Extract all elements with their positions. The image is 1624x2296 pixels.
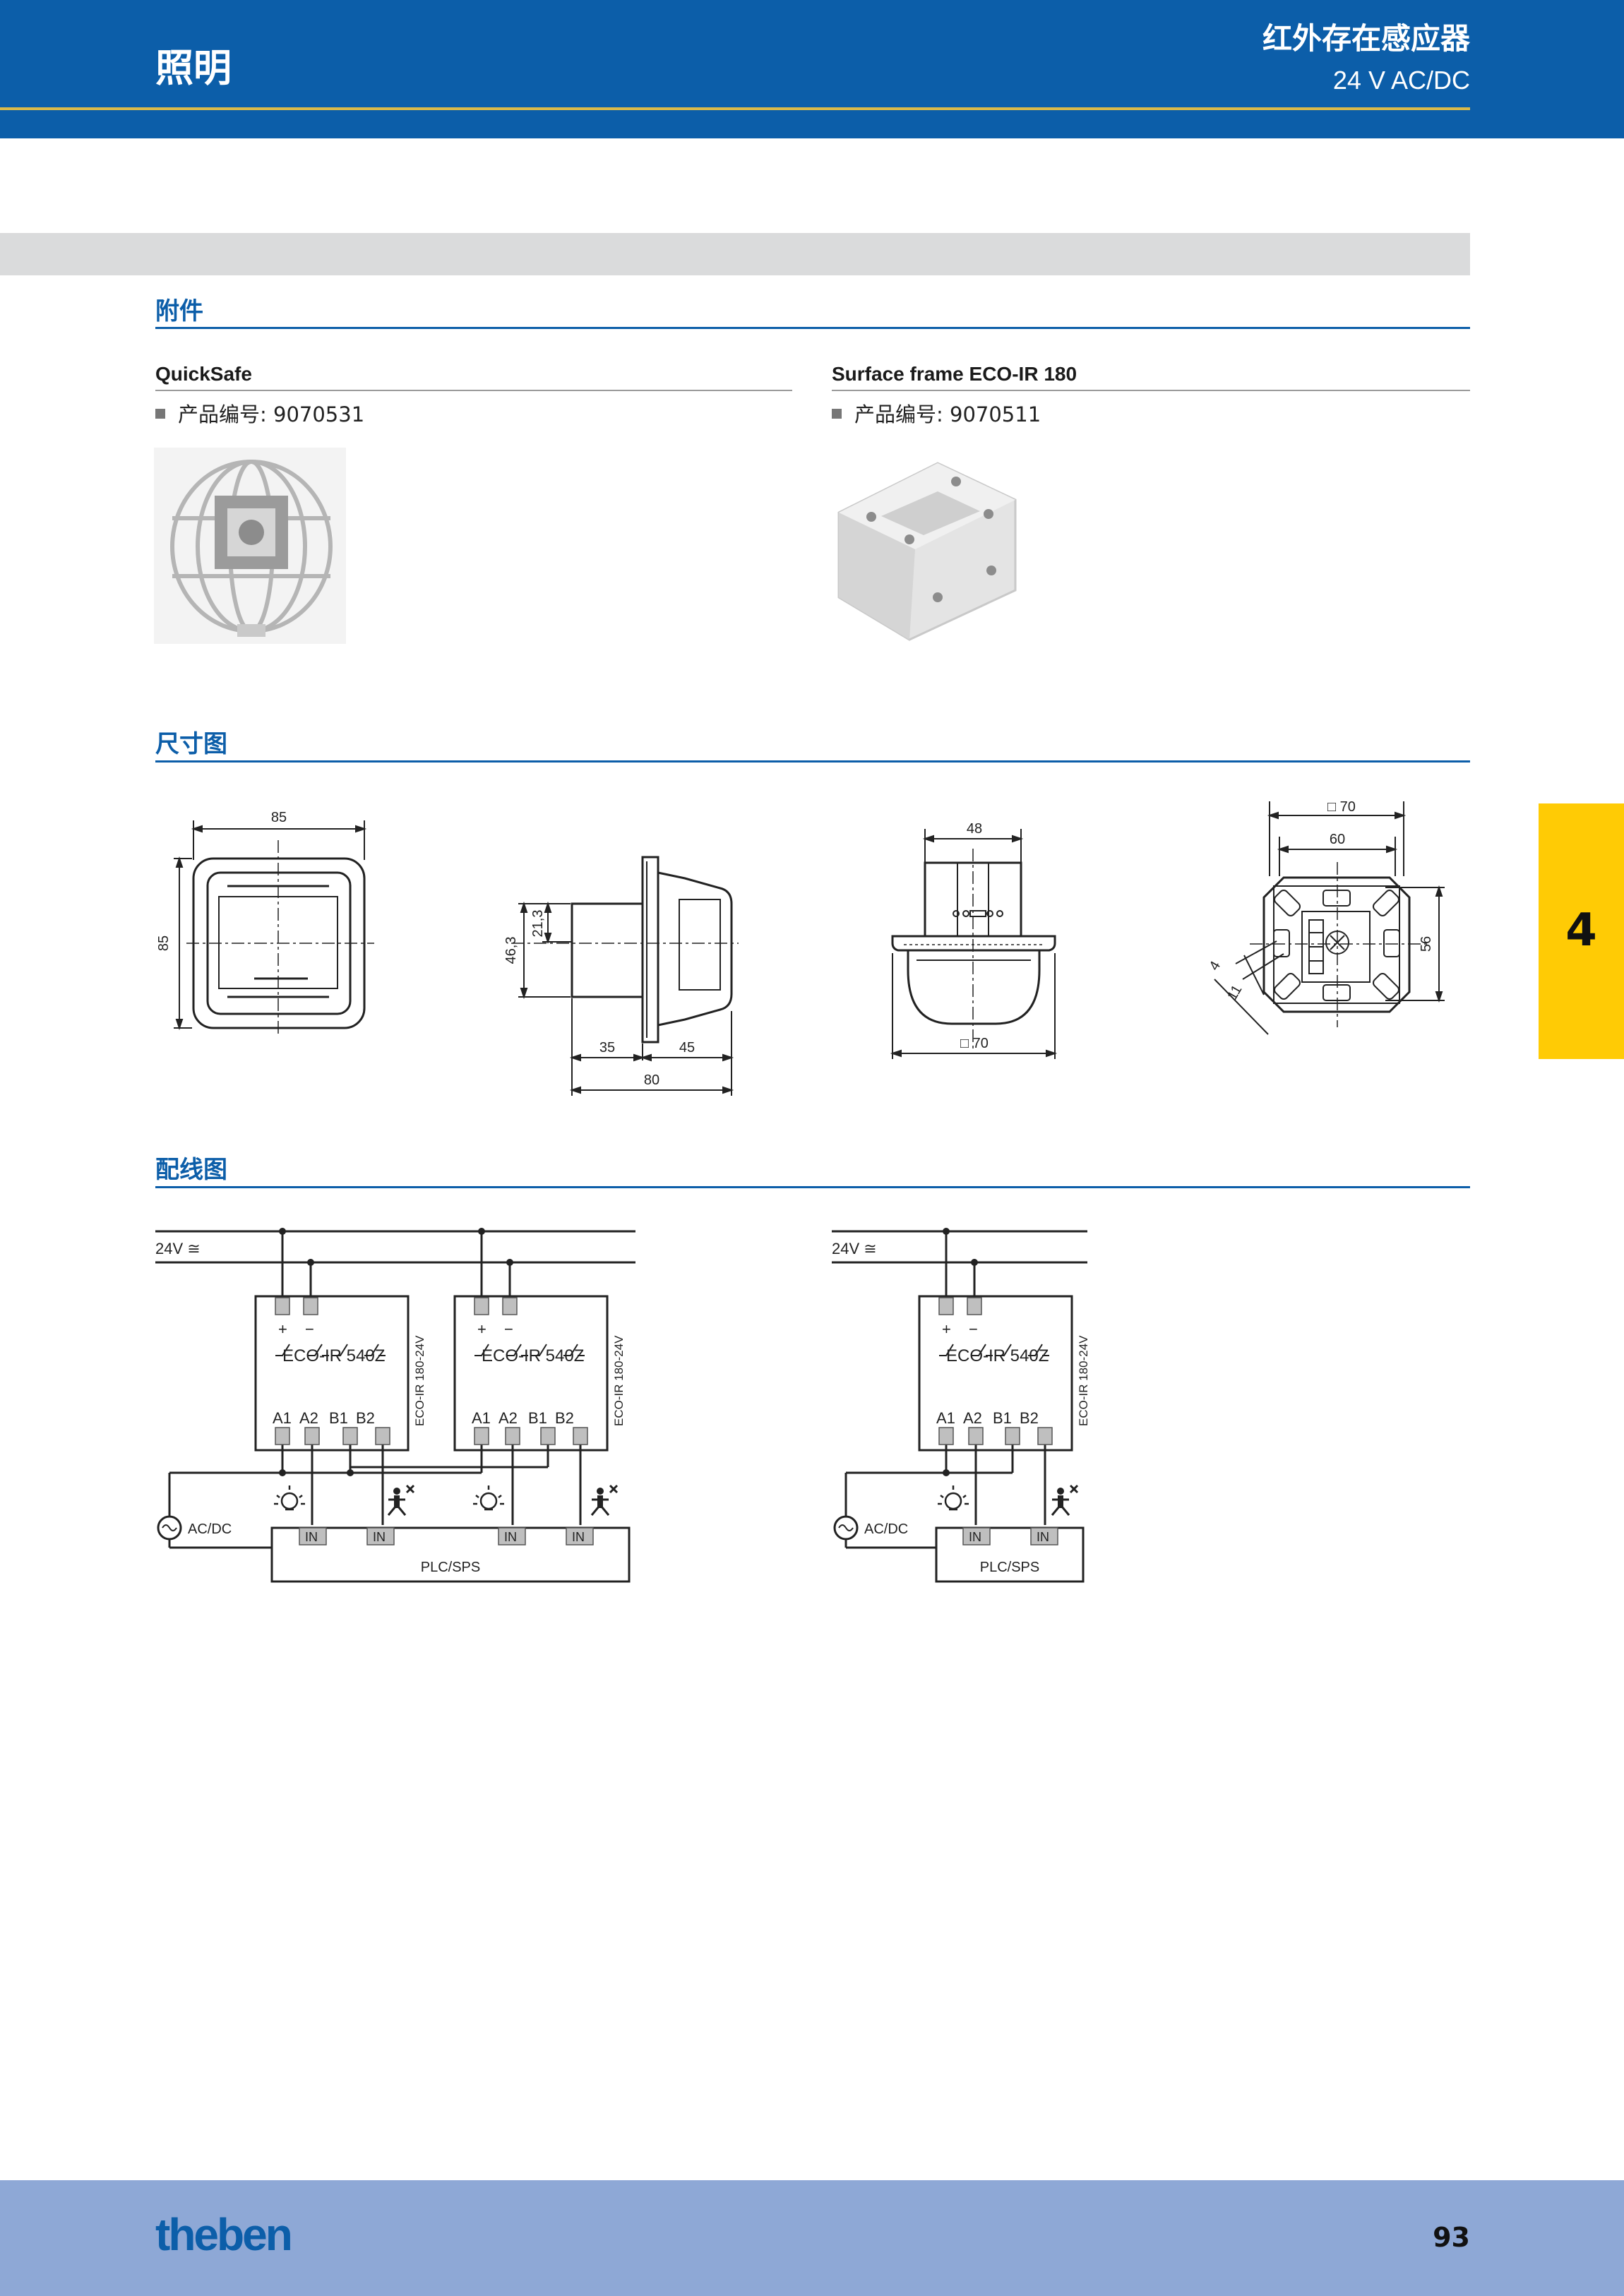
person-presence-icon bbox=[590, 1484, 619, 1516]
back-inner-label: 60 bbox=[1330, 832, 1345, 847]
header-divider bbox=[0, 107, 1470, 110]
device-name-label: ECO-IR 540Z bbox=[482, 1346, 584, 1365]
input-label: IN bbox=[373, 1530, 386, 1544]
page-header bbox=[0, 0, 1624, 138]
side-depth-a-label: 35 bbox=[599, 1040, 615, 1056]
terminal-a2-label: A2 bbox=[299, 1409, 318, 1427]
terminal-b2-label: B2 bbox=[1020, 1409, 1039, 1427]
back-view-drawing: □ 70 60 56 4 11 bbox=[1206, 799, 1445, 1035]
section-rule bbox=[155, 760, 1470, 763]
back-height-label: 56 bbox=[1419, 936, 1434, 952]
surface-mount-frame-image bbox=[832, 449, 1021, 644]
accessory-name: Surface frame ECO-IR 180 bbox=[832, 363, 1077, 385]
lamp-icon bbox=[274, 1485, 305, 1511]
terminal-b2-label: B2 bbox=[555, 1409, 574, 1427]
supply-label: 24V ≅ bbox=[832, 1240, 877, 1257]
section-title-wiring: 配线图 bbox=[155, 1156, 227, 1184]
terminal-a1-label: A1 bbox=[472, 1409, 491, 1427]
terminal-a1-label: A1 bbox=[273, 1409, 292, 1427]
mounted-view-drawing: 48 □ 70 bbox=[890, 821, 1058, 1059]
terminal-b1-label: B1 bbox=[329, 1409, 348, 1427]
page-footer bbox=[0, 2180, 1624, 2296]
page-number: 93 bbox=[1433, 2222, 1470, 2253]
bullet-icon bbox=[155, 409, 165, 419]
accessory-number: 产品编号: 9070531 bbox=[155, 405, 364, 425]
plc-label: PLC/SPS bbox=[980, 1560, 1039, 1575]
supply-label: 24V ≅ bbox=[155, 1240, 201, 1257]
back-outer-label: □ 70 bbox=[1327, 799, 1356, 815]
terminal-plus-label: + bbox=[477, 1320, 486, 1338]
person-presence-icon bbox=[1051, 1484, 1079, 1516]
accessory-name: QuickSafe bbox=[155, 363, 252, 385]
side-total-height-label: 46,3 bbox=[503, 937, 519, 964]
input-label: IN bbox=[969, 1530, 981, 1544]
front-view-drawing: 85 85 bbox=[156, 812, 374, 1036]
device-side-label: ECO-IR 180-24V bbox=[413, 1335, 426, 1426]
wiring-diagram-dual: 24V ≅ + − + − ECO-IR 540Z ECO-IR 540Z A1… bbox=[155, 1228, 635, 1583]
accessory-rule bbox=[155, 390, 792, 391]
terminal-minus-label: − bbox=[504, 1320, 513, 1338]
lamp-icon bbox=[473, 1485, 504, 1511]
brand-logo: theben bbox=[155, 2209, 293, 2260]
terminal-plus-label: + bbox=[942, 1320, 951, 1338]
input-label: IN bbox=[1037, 1530, 1049, 1544]
product-title: 红外存在感应器 bbox=[1262, 21, 1470, 56]
terminal-a2-label: A2 bbox=[498, 1409, 518, 1427]
front-width-label: 85 bbox=[271, 812, 287, 825]
back-slot-a-label: 4 bbox=[1206, 959, 1224, 974]
source-label: AC/DC bbox=[188, 1521, 232, 1537]
side-depth-total-label: 80 bbox=[644, 1072, 659, 1088]
source-label: AC/DC bbox=[864, 1521, 908, 1537]
device-side-label: ECO-IR 180-24V bbox=[612, 1335, 626, 1426]
side-view-drawing: 46,3 21,3 35 45 80 bbox=[503, 856, 739, 1096]
protective-wire-cage-image bbox=[154, 448, 346, 644]
section-title-dimensions: 尺寸图 bbox=[155, 730, 227, 758]
input-label: IN bbox=[504, 1530, 517, 1544]
terminal-a1-label: A1 bbox=[936, 1409, 955, 1427]
accessory-number: 产品编号: 9070511 bbox=[832, 405, 1041, 425]
terminal-plus-label: + bbox=[278, 1320, 287, 1338]
plc-label: PLC/SPS bbox=[421, 1560, 480, 1575]
terminal-b1-label: B1 bbox=[528, 1409, 547, 1427]
accessory-number-text: 产品编号: 9070531 bbox=[178, 402, 365, 426]
mounted-base-label: □ 70 bbox=[960, 1036, 989, 1051]
bullet-icon bbox=[832, 409, 842, 419]
device-side-label: ECO-IR 180-24V bbox=[1077, 1335, 1090, 1426]
chapter-number: 4 bbox=[1565, 904, 1597, 957]
section-rule bbox=[155, 327, 1470, 329]
accessory-number-text: 产品编号: 9070511 bbox=[854, 402, 1041, 426]
side-part-height-label: 21,3 bbox=[530, 910, 546, 938]
product-subtitle: 24 V AC/DC bbox=[1332, 66, 1470, 95]
terminal-minus-label: − bbox=[305, 1320, 314, 1338]
input-label: IN bbox=[572, 1530, 585, 1544]
side-depth-b-label: 45 bbox=[679, 1040, 695, 1056]
terminal-minus-label: − bbox=[969, 1320, 978, 1338]
chapter-tab bbox=[1539, 803, 1624, 1059]
terminal-b1-label: B1 bbox=[993, 1409, 1012, 1427]
input-label: IN bbox=[305, 1530, 318, 1544]
back-slot-b-label: 11 bbox=[1224, 983, 1245, 1003]
front-height-label: 85 bbox=[156, 935, 172, 951]
terminal-b2-label: B2 bbox=[356, 1409, 375, 1427]
person-presence-icon bbox=[387, 1484, 415, 1516]
gray-band bbox=[0, 233, 1470, 275]
device-name-label: ECO-IR 540Z bbox=[282, 1346, 385, 1365]
section-title-accessories: 附件 bbox=[155, 297, 203, 325]
lamp-icon bbox=[938, 1485, 969, 1511]
terminal-a2-label: A2 bbox=[963, 1409, 982, 1427]
accessory-rule bbox=[832, 390, 1470, 391]
section-rule bbox=[155, 1186, 1470, 1188]
category-title: 照明 bbox=[155, 46, 232, 90]
mounted-width-label: 48 bbox=[967, 821, 982, 837]
device-name-label: ECO-IR 540Z bbox=[946, 1346, 1049, 1365]
wiring-diagram-single: 24V ≅ + − ECO-IR 540Z A1 A2 B1 B2 ECO-IR… bbox=[832, 1228, 1090, 1583]
